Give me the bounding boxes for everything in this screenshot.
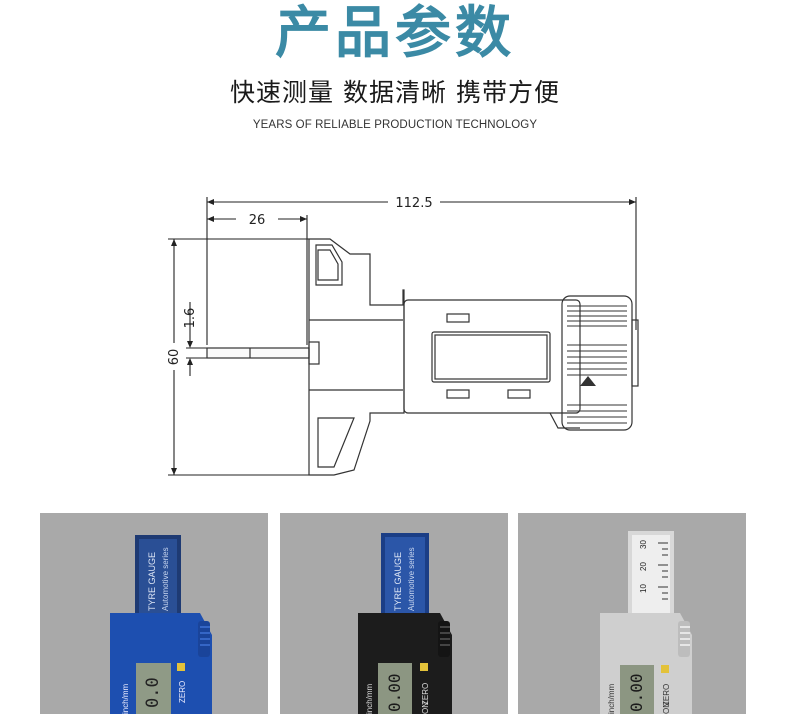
scale-label-20: 20	[639, 562, 648, 571]
page-subtitle: 快速测量 数据清晰 携带方便	[230, 78, 560, 107]
dim-total-length: 112.5	[395, 196, 432, 211]
lcd-display: 0.00	[385, 673, 404, 712]
scale-label-30: 30	[639, 540, 648, 549]
product-photo-silver: 30 20 10 0.00 ZERO ON inch/mm	[518, 513, 746, 714]
product-photo-black: TYRE GAUGE Automotive series 0.00 ZERO O…	[280, 513, 508, 714]
product-photo-blue: TYRE GAUGE Automotive series 0.0 ZERO in…	[40, 513, 268, 714]
dim-probe-offset: 26	[249, 213, 266, 228]
page-tagline: YEARS OF RELIABLE PRODUCTION TECHNOLOGY	[252, 119, 538, 131]
zero-button-label: ZERO	[421, 683, 430, 705]
technical-drawing: 112.5 26 60 1.6	[167, 196, 639, 476]
on-button-label: ON	[421, 702, 430, 714]
unit-label: inch/mm	[365, 683, 374, 714]
scale-label-10: 10	[639, 584, 648, 593]
zero-button-label: ZERO	[662, 684, 671, 706]
probe-series: Automotive series	[161, 547, 170, 611]
page-title: 产品参数	[275, 1, 515, 66]
unit-label: inch/mm	[607, 683, 616, 714]
probe-series: Automotive series	[407, 547, 416, 611]
probe-label: TYRE GAUGE	[393, 552, 403, 611]
probe-label: TYRE GAUGE	[147, 552, 157, 611]
unit-label: inch/mm	[121, 683, 130, 714]
dim-height: 60	[167, 349, 182, 366]
arrow-marker-icon	[580, 376, 596, 386]
on-button-label: ON	[662, 702, 671, 714]
lcd-display: 0.0	[143, 677, 163, 708]
lcd-display: 0.00	[627, 673, 646, 712]
zero-button-label: ZERO	[178, 681, 187, 703]
dim-probe-thickness: 1.6	[183, 308, 198, 329]
gauge-outline	[206, 238, 639, 476]
